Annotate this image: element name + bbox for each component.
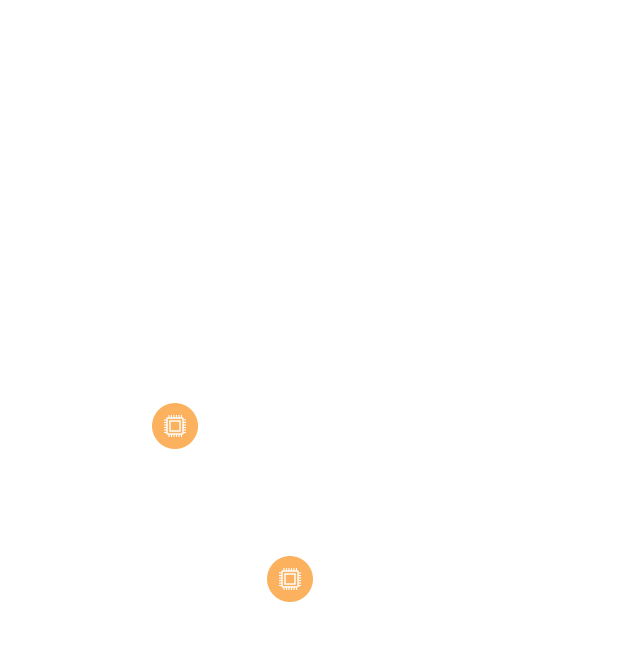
cpu-chip-icon bbox=[152, 403, 198, 449]
cpu-node-2[interactable] bbox=[267, 556, 313, 602]
cpu-chip-icon bbox=[267, 556, 313, 602]
cpu-node-1[interactable] bbox=[152, 403, 198, 449]
